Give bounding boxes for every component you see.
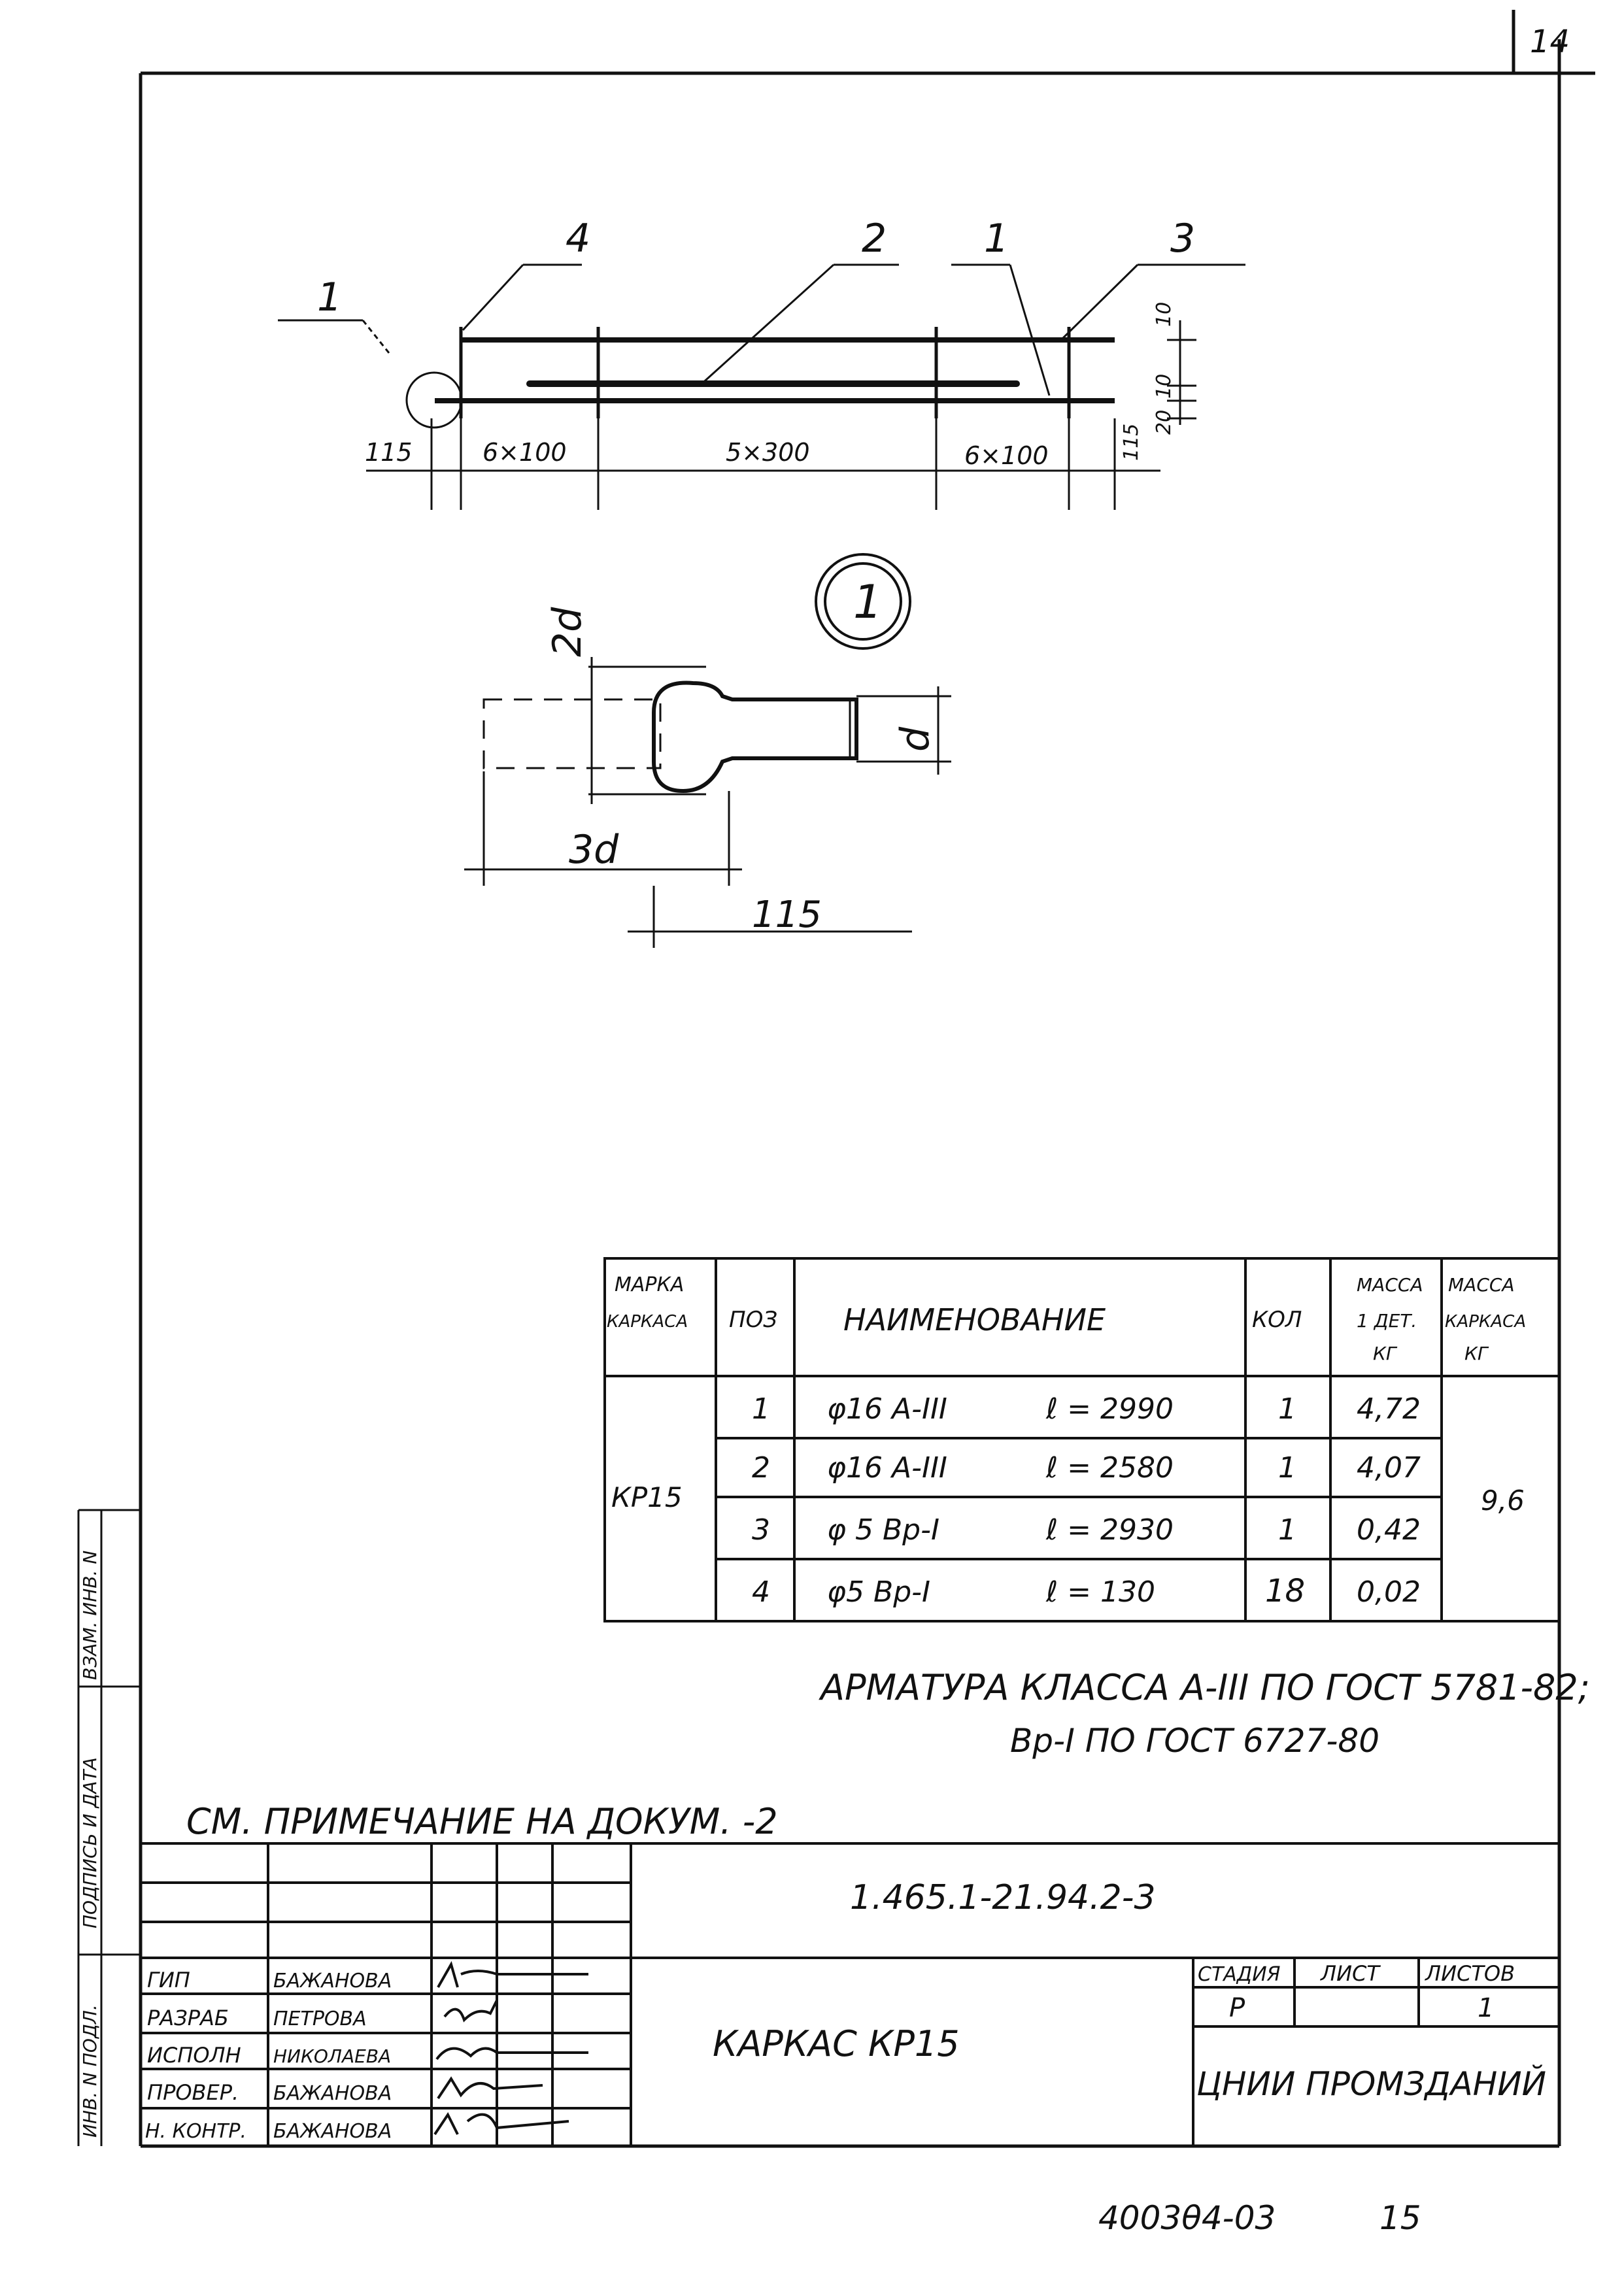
callout-3: 3: [1170, 216, 1195, 261]
row2-name: φ16 А-III: [827, 1451, 947, 1485]
signature-gip: [437, 1960, 588, 1988]
anchor-head: [652, 681, 858, 794]
hdr-mass-part-2: 1 ДЕТ.: [1357, 1310, 1417, 1332]
note-reinforcement-class: АРМАТУРА КЛАССА А-III ПО ГОСТ 5781-82;: [819, 1667, 1590, 1708]
dim-d: d: [892, 726, 938, 752]
hdr-name: НАИМЕНОВАНИЕ: [843, 1302, 1106, 1337]
anchor-concrete-dashed: [482, 698, 662, 769]
row1-length: ℓ = 2990: [1045, 1392, 1174, 1426]
side-stamp-orig-inv: ИНВ. N ПОДЛ.: [79, 2004, 101, 2138]
detail-marker-label: 1: [853, 575, 883, 629]
role-developer: РАЗРАБ: [147, 2006, 229, 2030]
name-developer: ПЕТРОВА: [273, 2008, 367, 2030]
vdim-20: 20: [1153, 410, 1176, 435]
hdim-115-right: 115: [1120, 424, 1143, 461]
hdim-115-left: 115: [365, 438, 413, 467]
hdr-qty: КОЛ: [1252, 1307, 1302, 1333]
detail-marker-inner: [824, 562, 902, 641]
organization: ЦНИИ ПРОМЗДАНИЙ: [1196, 2064, 1546, 2103]
title-block: [141, 1842, 1559, 2146]
note-reinforcement-class-2: Вр-I ПО ГОСТ 6727-80: [1010, 1722, 1379, 1760]
row2-pos: 2: [752, 1451, 770, 1485]
hdr-mass-part-3: КГ: [1373, 1343, 1398, 1364]
name-gip: БАЖАНОВА: [273, 1970, 392, 1992]
vdim-10-mid: 10: [1153, 374, 1176, 399]
dim-3d: 3d: [569, 827, 619, 873]
spec-table-content: МАРКА КАРКАСА ПОЗ НАИМЕНОВАНИЕ КОЛ МАССА…: [607, 1273, 1526, 1609]
side-stamp-signature-date: ПОДПИСЬ И ДАТА: [79, 1757, 101, 1928]
callout-4: 4: [566, 216, 590, 261]
row3-pos: 3: [752, 1513, 770, 1547]
hdr-mass-part-1: МАССА: [1357, 1274, 1423, 1296]
drawing-title: КАРКАС КР15: [713, 2023, 960, 2064]
side-stamp-replace-inv: ВЗАМ. ИНВ. N: [79, 1551, 101, 1680]
row4-name: φ5 Вр-I: [827, 1575, 930, 1609]
frame-elevation: 1 4 2 1 3 10 10 20 115 6×100 5×300 6×100: [278, 216, 1245, 510]
stage-value: Р: [1229, 1993, 1245, 2023]
page-number: 15: [1379, 2199, 1421, 2237]
hdr-mass-frame-3: КГ: [1464, 1343, 1489, 1364]
hdim-6x100-left: 6×100: [482, 438, 567, 467]
title-block-people: ГИП БАЖАНОВА РАЗРАБ ПЕТРОВА ИСПОЛН НИКОЛ…: [145, 1968, 392, 2143]
hdim-5x300: 5×300: [726, 438, 810, 467]
detail-marker-outer: [815, 553, 911, 650]
dim-2d: 2d: [545, 607, 590, 657]
callout-2: 2: [862, 216, 887, 261]
role-executor: ИСПОЛН: [147, 2043, 241, 2068]
hdr-mark-2: КАРКАСА: [607, 1312, 688, 1332]
detail-circle: [405, 371, 463, 429]
hdr-mass-frame-1: МАССА: [1448, 1274, 1515, 1296]
archive-number: 4003θ4-03: [1098, 2199, 1276, 2237]
row2-mass: 4,07: [1357, 1451, 1421, 1485]
row1-name: φ16 А-III: [827, 1392, 947, 1426]
row1-mass: 4,72: [1357, 1392, 1421, 1426]
hdr-mark-1: МАРКА: [615, 1273, 684, 1296]
role-checker: ПРОВЕР.: [147, 2080, 239, 2105]
row1-qty: 1: [1278, 1392, 1296, 1426]
cell-mass-frame: 9,6: [1481, 1485, 1525, 1517]
callout-1-left: 1: [317, 275, 342, 320]
signatures: [433, 1960, 588, 2136]
hdr-mass-frame-2: КАРКАСА: [1445, 1312, 1526, 1332]
row3-qty: 1: [1278, 1513, 1296, 1547]
signature-norm-control: [433, 2112, 569, 2136]
signature-developer: [443, 2000, 498, 2023]
side-stamp: [77, 1509, 141, 2146]
hdr-pos: ПОЗ: [729, 1307, 777, 1333]
row4-length: ℓ = 130: [1045, 1575, 1155, 1609]
name-norm-control: БАЖАНОВА: [273, 2120, 392, 2143]
dim-115: 115: [752, 894, 822, 936]
row4-mass: 0,02: [1357, 1575, 1421, 1609]
hdim-6x100-right: 6×100: [964, 441, 1049, 470]
sheet-frame: [139, 10, 1595, 2148]
role-gip: ГИП: [147, 1968, 190, 1992]
sheet-label: ЛИСТ: [1320, 1961, 1381, 1986]
callout-1: 1: [984, 216, 1009, 261]
role-norm-control: Н. КОНТР.: [145, 2120, 246, 2143]
row3-length: ℓ = 2930: [1045, 1513, 1174, 1547]
signature-executor: [435, 2047, 588, 2060]
doc-code: 1.465.1-21.94.2-3: [850, 1878, 1156, 1917]
detail-1: 1 2d d 3d 115: [464, 553, 951, 948]
signature-checker: [437, 2076, 543, 2100]
row1-pos: 1: [752, 1392, 770, 1426]
row3-name: φ 5 Вр-I: [827, 1513, 939, 1547]
name-checker: БАЖАНОВА: [273, 2082, 392, 2105]
vdim-10-top: 10: [1153, 302, 1176, 327]
sheets-value: 1: [1478, 1993, 1494, 2023]
row2-qty: 1: [1278, 1451, 1296, 1485]
spec-table: [603, 1257, 1561, 1622]
sheet-number: 14: [1530, 24, 1570, 60]
cell-mark: КР15: [611, 1481, 683, 1513]
row2-length: ℓ = 2580: [1045, 1451, 1174, 1485]
row4-pos: 4: [752, 1575, 770, 1609]
name-executor: НИКОЛАЕВА: [273, 2045, 391, 2067]
row3-mass: 0,42: [1357, 1513, 1421, 1547]
sheets-label: ЛИСТОВ: [1425, 1961, 1515, 1986]
row4-qty: 18: [1265, 1573, 1305, 1609]
stage-label: СТАДИЯ: [1198, 1963, 1281, 1986]
note-see-document: СМ. ПРИМЕЧАНИЕ НА ДОКУМ. -2: [186, 1801, 778, 1842]
